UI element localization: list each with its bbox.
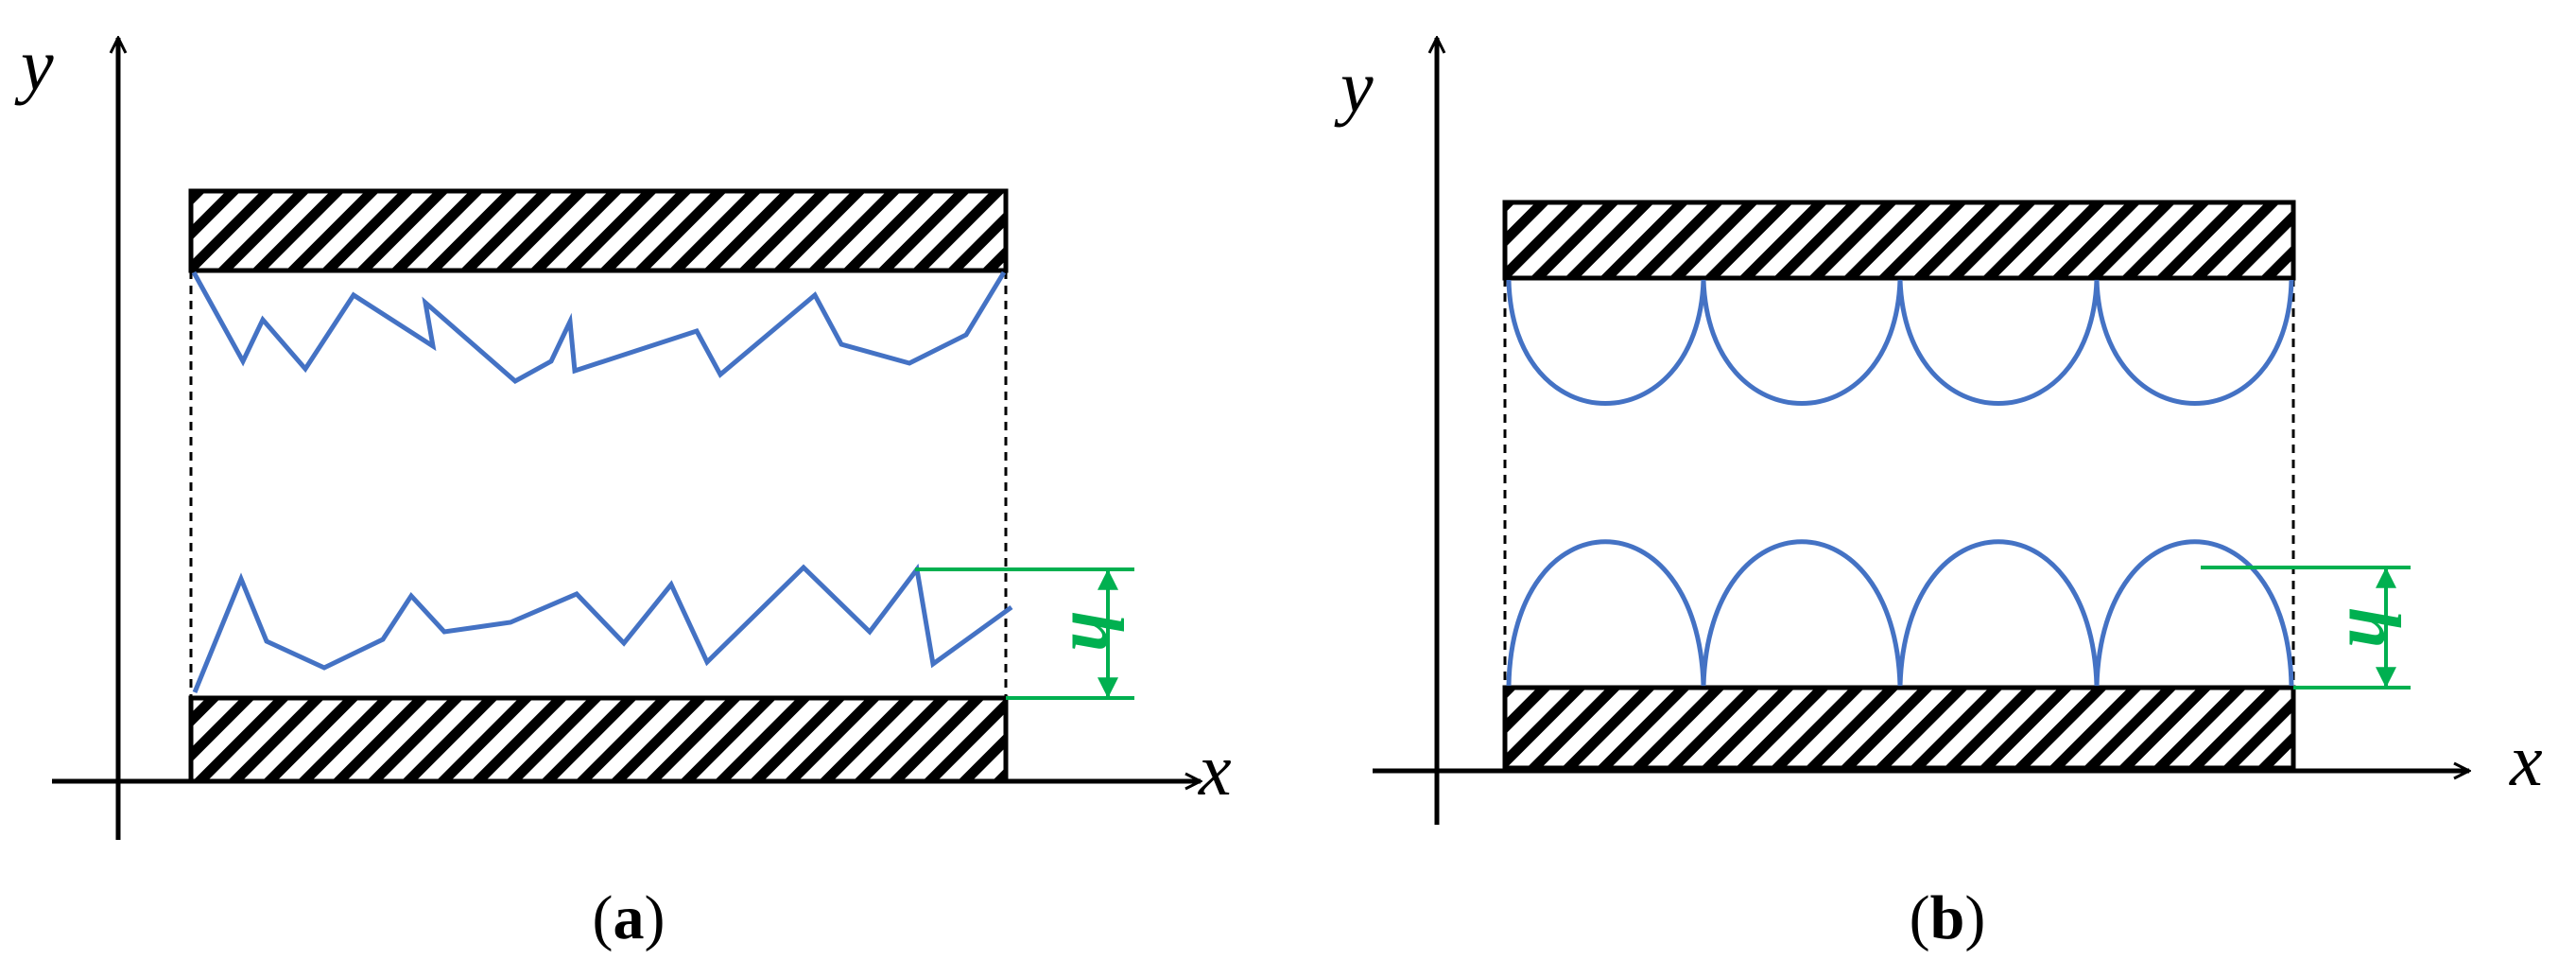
panel-b-top-plate	[1502, 200, 2296, 281]
panel-a-bottom-plate	[188, 695, 1009, 784]
panel-b-top-asperities	[1506, 279, 2294, 406]
panel-b-y-label: y	[1334, 45, 1374, 128]
panel-a-bottom-rough-surface	[192, 563, 1013, 693]
panel-b: y x h (b)	[1334, 38, 2543, 952]
panel-b-height-label: h	[2334, 607, 2416, 648]
panel-b-bottom-asperities	[1506, 539, 2294, 687]
panel-a: y x h (a)	[14, 24, 1232, 952]
panel-b-bottom-plate	[1502, 685, 2296, 771]
panel-b-caption: (b)	[1910, 883, 1986, 952]
panel-a-caption: (a)	[593, 883, 666, 952]
panel-a-height-label: h	[1057, 611, 1139, 652]
panel-a-y-label: y	[14, 24, 54, 106]
panel-b-height-dimension: h	[2201, 566, 2416, 689]
panel-a-top-plate	[188, 188, 1009, 273]
panel-a-top-rough-surface	[191, 271, 1007, 385]
panel-a-height-dimension: h	[915, 567, 1139, 700]
panel-b-x-label: x	[2509, 719, 2543, 801]
panel-a-x-label: x	[1198, 728, 1232, 811]
